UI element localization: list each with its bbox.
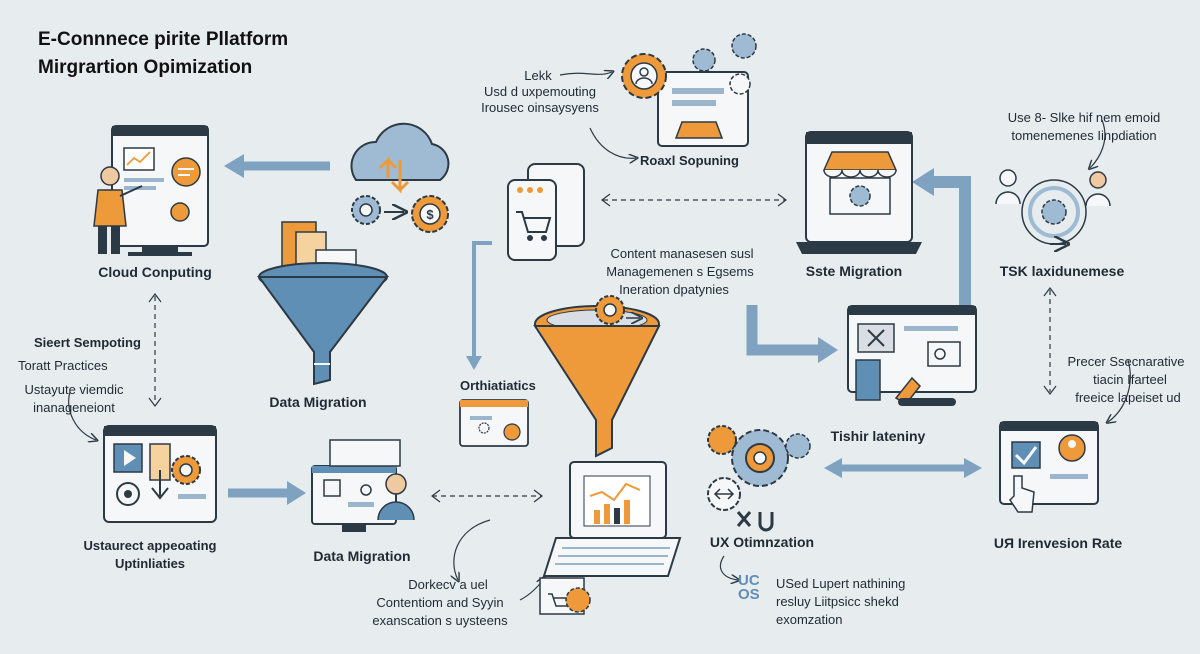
- package-icon: [459, 399, 529, 447]
- mobile-cart-icon: [507, 163, 585, 261]
- label-usestack-1: Usd d uxpemouting: [483, 84, 597, 99]
- web-profile-icon: [621, 33, 757, 147]
- label-used-3: exomzation: [776, 612, 843, 627]
- label-orthiatics: Orthiatiatics: [460, 378, 536, 393]
- arrow-phone-down: [472, 241, 492, 362]
- label-ux-vertical: UCOS: [738, 572, 760, 603]
- label-ustayute-2: inanageneiont: [33, 400, 115, 415]
- label-used-2: resluy Liitpsicc shekd: [776, 594, 899, 609]
- label-sieert: Sieert Sempoting: [34, 335, 141, 350]
- label-cloud-computing: Cloud Conputing: [98, 264, 212, 280]
- laptop-chart-icon: [539, 461, 682, 615]
- label-data-migration-top: Data Migration: [269, 394, 367, 410]
- dashed-connectors: [148, 193, 1057, 503]
- label-use8-2: tomenemenes Iinpdiation: [1011, 128, 1157, 143]
- label-ustaurect-2: Uptinliaties: [114, 556, 186, 571]
- label-roast: Roaxl Sopuning: [640, 153, 739, 168]
- label-use8-1: Use 8- Slke hif nem emoid: [1007, 110, 1161, 125]
- label-precer-2: tiacin Ifarteel: [1093, 372, 1167, 387]
- arrow-to-webpage-tools: [746, 305, 822, 356]
- flow-arrows: [224, 154, 982, 505]
- label-ux-conversion: UЯ Irenvesion Rate: [993, 535, 1123, 551]
- label-dorkecv-2: Contentiom and Syyin: [376, 595, 504, 610]
- team-cycle-icon: [995, 169, 1111, 244]
- webpage-tools-icon: [847, 305, 977, 406]
- diagram-title-line1: E-Connnece pirite Pllatform: [38, 29, 289, 50]
- cloud-sync-icon: [350, 122, 450, 194]
- label-ux-optimization: UX Otimnzation: [709, 534, 815, 550]
- label-data-migration-bottom: Data Migration: [313, 548, 411, 564]
- svg-text:$: $: [426, 207, 434, 222]
- arrow-site-migration-loop: [928, 176, 971, 330]
- media-browser-icon: [103, 425, 217, 523]
- label-tishir: Tishir lateniny: [830, 428, 926, 444]
- label-content-1: Content manasesen susl: [610, 246, 754, 261]
- label-content-2: Managemenen s Egsems: [606, 264, 754, 279]
- storefront-laptop-icon: [796, 131, 922, 254]
- desktop-user-icon: [311, 439, 415, 532]
- label-usestack-2: Irousec oinsaysyens: [481, 100, 599, 115]
- label-precer-1: Precer Ssecnarative: [1067, 354, 1185, 369]
- label-dorkecv-1: Dorkecv a uel: [408, 577, 488, 592]
- diagram-title-line2: Mirgrartion Opimization: [38, 57, 253, 78]
- label-dorkecv-3: exanscation s uysteens: [372, 613, 508, 628]
- funnel-icon: [257, 221, 390, 386]
- label-ustayute-1: Ustayute viemdic: [24, 382, 124, 397]
- label-site-migration: Sste Migration: [805, 263, 903, 279]
- label-tsk: TSK laxidunemese: [999, 263, 1125, 279]
- label-toratt: Toratt Practices: [18, 358, 108, 373]
- checklist-touch-icon: [999, 421, 1099, 513]
- curved-arrows: [68, 72, 1131, 601]
- label-lekk: Lekk: [524, 68, 552, 83]
- ux-gears-icon: [707, 425, 811, 532]
- orange-funnel-icon: [533, 295, 661, 458]
- presenter-screen-icon: [93, 125, 209, 256]
- label-used-1: USed Lupert nathining: [776, 576, 906, 591]
- gear-cluster-icon: $: [351, 195, 449, 233]
- label-content-3: Ineration dpatynies: [619, 282, 729, 297]
- label-ustaurect-1: Ustaurect appeoating: [83, 538, 217, 553]
- label-precer-3: freeice lapeiset ud: [1075, 390, 1181, 405]
